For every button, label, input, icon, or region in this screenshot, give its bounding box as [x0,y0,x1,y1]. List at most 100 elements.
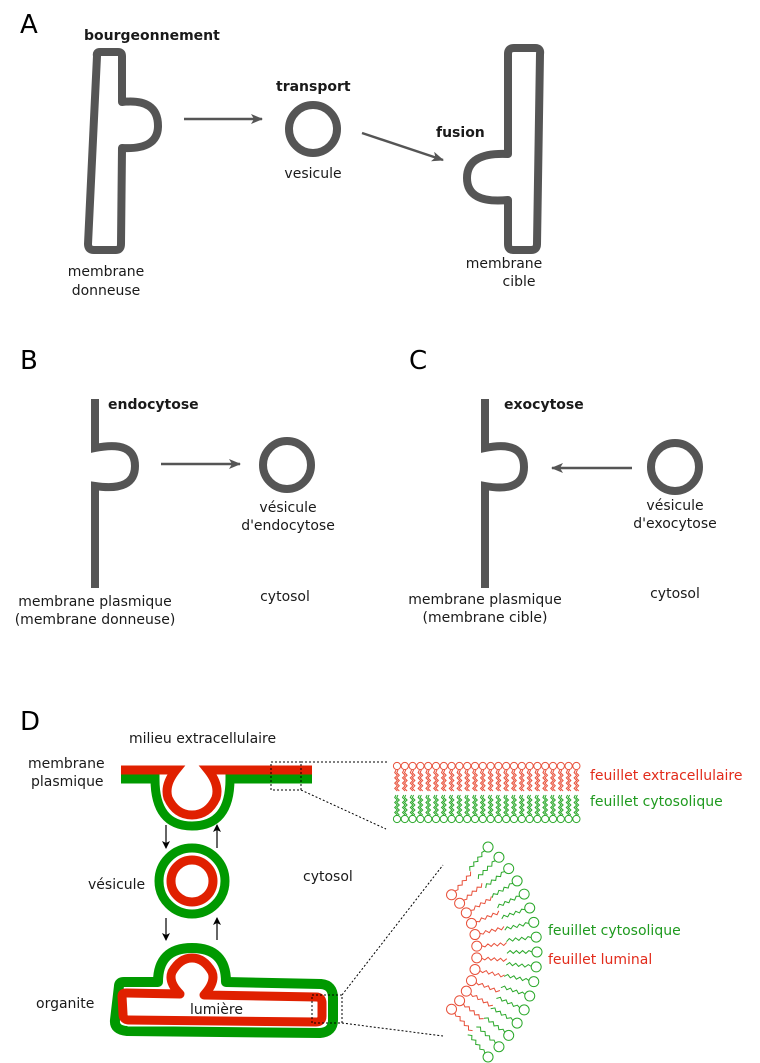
lipid-tail-cytosolic [512,794,518,816]
lipid-tail-cytosolic [491,883,513,898]
lipid-tail-extracellular [432,769,438,792]
lipid-tail-cytosolic [393,794,399,816]
lipid-tail-extracellular [401,769,406,792]
lipid-head-extracellular [447,761,456,771]
lipid-head-luminal [465,975,477,987]
lipid-head-cytosolic [564,814,573,824]
lipid-head-cytosolic [528,976,540,988]
lipid-tail-cytosolic [567,794,572,816]
lipid-tail-extracellular [534,769,539,792]
lipid-head-luminal [446,889,458,901]
lipid-head-extracellular [455,761,464,771]
lipid-tail-cytosolic [442,794,447,816]
lipid-tail-cytosolic [458,794,463,816]
lipid-tail-extracellular [536,769,541,792]
lipid-head-extracellular [572,761,581,771]
lipid-head-luminal [460,907,472,919]
donor-membrane-shape [84,48,162,254]
organelle-label: organite [36,996,94,1012]
lipid-tail-extracellular [456,769,461,792]
lipid-head-extracellular [525,761,534,771]
lipid-tail-extracellular [544,769,549,792]
lipid-head-cytosolic [503,863,515,875]
lipid-head-extracellular [548,761,558,771]
vesicle-inner-leaflet [166,855,218,907]
lipid-tail-cytosolic [506,949,533,955]
lipid-tail-extracellular [495,769,500,792]
lipid-head-cytosolic [463,814,472,824]
lipid-tail-cytosolic [440,794,445,816]
lipid-tail-extracellular [487,769,492,792]
lipid-head-extracellular [556,761,565,771]
lipid-tail-cytosolic [485,871,505,889]
lipid-tail-cytosolic [565,794,570,816]
lipid-tail-cytosolic [536,794,541,816]
lipid-tail-extracellular [559,769,564,792]
lipid-head-cytosolic [572,814,581,824]
flat-leaflet-extracellular-label: feuillet extracellulaire [590,768,743,784]
exocytosis-title: exocytose [504,397,584,413]
cytosol-label: cytosol [303,869,353,885]
lipid-tail-cytosolic [409,794,414,816]
lipid-tail-cytosolic [448,794,453,816]
lipid-tail-cytosolic [520,794,525,816]
lipid-tail-cytosolic [490,1007,514,1021]
transport-label: transport [276,79,351,95]
lipid-head-cytosolic [517,814,526,824]
lipid-tail-cytosolic [573,794,578,816]
lipid-tail-extracellular [440,769,445,792]
lipid-tail-cytosolic [411,794,416,816]
lipid-head-cytosolic [400,814,409,824]
lipid-tail-cytosolic [395,794,401,816]
lipid-tail-cytosolic [403,794,408,816]
lipid-tail-cytosolic [495,794,500,816]
lipid-tail-luminal [481,942,507,948]
zoom-line [341,864,444,996]
lipid-tail-extracellular [411,769,416,792]
lipid-tail-cytosolic [473,794,479,816]
lipid-tail-cytosolic [419,794,424,816]
lipid-tail-extracellular [518,769,523,792]
lipid-tail-cytosolic [501,908,526,920]
lipid-tail-cytosolic [500,985,526,995]
lipid-head-cytosolic [493,1041,505,1053]
panel-letter-a: A [20,10,38,40]
lipid-head-cytosolic [431,814,441,824]
endocytosis-vesicle [259,437,315,493]
lipid-tail-extracellular [497,769,502,792]
lipid-tail-extracellular [526,769,531,792]
panel-d: D milieu extracellulaire membrane plasmi… [20,707,743,1063]
lipid-head-luminal [465,917,477,929]
exocytosis-vesicle-label-line2: d'exocytose [633,516,716,532]
lipid-tail-extracellular [542,769,547,792]
lipid-head-cytosolic [518,888,530,900]
lipid-head-extracellular [463,761,472,771]
lipid-head-extracellular [541,761,550,771]
lipid-head-cytosolic [486,814,495,824]
lipid-head-cytosolic [518,1004,530,1016]
lipid-tail-cytosolic [544,794,549,816]
vesicle-outer-leaflet [154,843,230,919]
donor-membrane-label-line1: membrane [68,264,145,280]
lipid-head-cytosolic [533,814,542,824]
lipid-tail-extracellular [575,769,580,792]
lipid-tail-extracellular [512,769,518,792]
lipid-head-cytosolic [439,814,448,824]
lipid-head-cytosolic [424,814,433,824]
endocytosis-vesicle-label-line1: vésicule [259,500,316,516]
lipid-tail-extracellular [409,769,414,792]
lipid-tail-extracellular [419,769,424,792]
lipid-tail-cytosolic [464,794,469,816]
lipid-tail-luminal [454,871,472,892]
lipid-tail-extracellular [403,769,408,792]
lipid-tail-extracellular [551,769,557,792]
lipid-tail-luminal [475,982,501,993]
lipid-tail-extracellular [464,769,469,792]
lipid-tail-cytosolic [481,794,486,816]
lipid-head-cytosolic [447,814,456,824]
lipid-tail-cytosolic [518,794,523,816]
exocytosis-vesicle-label-line1: vésicule [646,498,703,514]
lipid-head-cytosolic [502,814,511,824]
lipid-tail-cytosolic [471,794,477,816]
